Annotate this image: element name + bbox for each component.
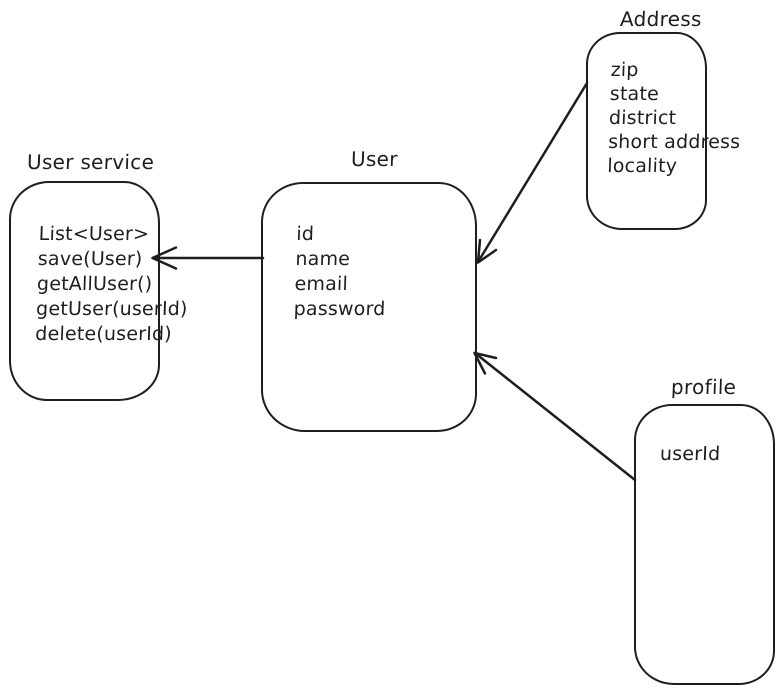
arrow-address-to-user xyxy=(476,81,589,264)
entity-fields-user: id name email password xyxy=(293,222,388,322)
field-delete-user: delete(userId) xyxy=(34,323,173,345)
field-list-user: List<User> xyxy=(38,223,150,245)
entity-box-user xyxy=(261,182,477,432)
entity-box-user-service xyxy=(9,181,160,401)
field-email: email xyxy=(294,273,349,295)
field-locality: locality xyxy=(606,155,678,177)
entity-fields-profile: userId xyxy=(660,442,721,467)
field-save-user: save(User) xyxy=(37,248,143,270)
field-name: name xyxy=(295,248,351,270)
entity-box-profile xyxy=(634,404,775,685)
field-short-address: short address xyxy=(607,131,741,153)
entity-fields-address: zip state district short address localit… xyxy=(607,58,743,178)
entity-title-user-service: User service xyxy=(26,150,155,174)
entity-title-user: User xyxy=(350,147,399,171)
field-user-id: userId xyxy=(659,443,721,465)
entity-title-profile: profile xyxy=(670,375,737,399)
entity-box-address xyxy=(586,32,707,230)
field-zip: zip xyxy=(610,59,639,81)
field-get-all-user: getAllUser() xyxy=(36,273,153,295)
arrow-profile-to-user xyxy=(473,351,637,482)
field-get-user: getUser(userId) xyxy=(35,298,188,320)
field-district: district xyxy=(608,107,677,129)
field-password: password xyxy=(293,298,386,320)
field-id: id xyxy=(295,223,315,245)
field-state: state xyxy=(609,83,660,105)
entity-fields-user-service: List<User> save(User) getAllUser() getUs… xyxy=(35,222,191,347)
entity-title-address: Address xyxy=(619,7,703,31)
